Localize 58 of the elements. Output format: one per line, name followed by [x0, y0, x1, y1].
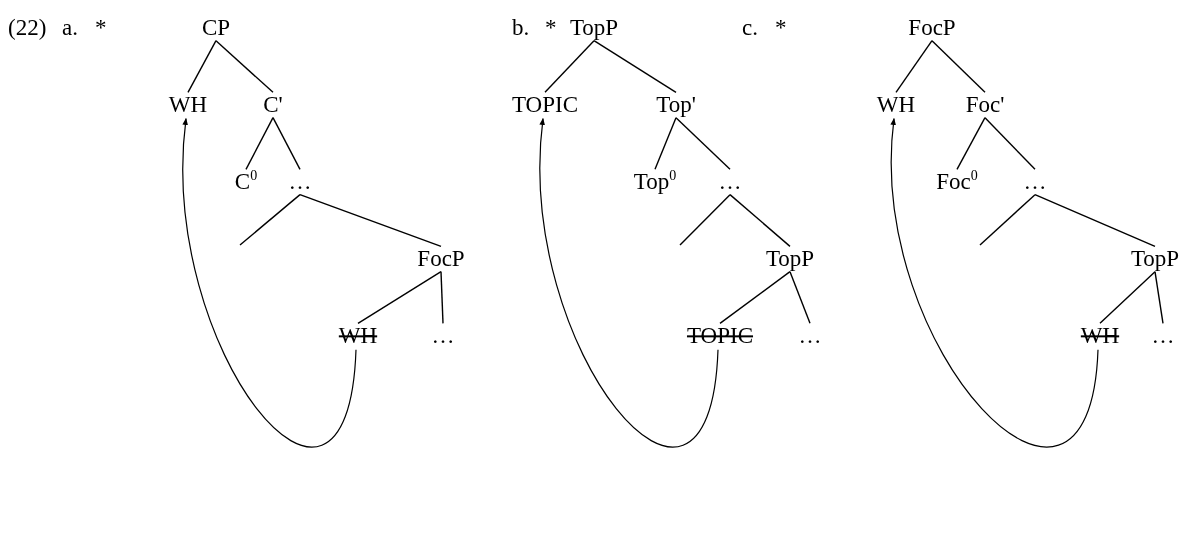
example-marker: * [775, 15, 787, 41]
tree-branch-line [675, 116, 731, 171]
struck-through-trace-label: TOPIC [686, 323, 754, 349]
tree-branch-line [239, 193, 301, 246]
tree-branch-line [1099, 270, 1156, 325]
tree-node-label: TopP [568, 15, 620, 41]
tree-node-label: Top' [655, 92, 697, 118]
tree-branch-line [245, 116, 274, 171]
example-marker: c. [742, 15, 758, 41]
tree-branch-line [593, 39, 677, 94]
example-marker: b. [512, 15, 530, 41]
tree-node-label: Top$^{0}$ [632, 169, 678, 195]
tree-node-label: … [430, 323, 456, 349]
tree-branch-line [357, 270, 442, 325]
struck-through-trace-label: WH [1079, 323, 1121, 349]
tree-node-label: FocP [907, 15, 957, 41]
tree-branch-line [895, 39, 933, 94]
tree-node-label: FocP [416, 246, 466, 272]
tree-node-label: C' [262, 92, 284, 118]
tree-branch-line [679, 193, 731, 246]
tree-node-label: Foc' [964, 92, 1006, 118]
movement-arrow [539, 117, 719, 447]
tree-branch-line [272, 116, 301, 171]
tree-node-label: … [1150, 323, 1176, 349]
tree-branch-line [215, 39, 274, 94]
tree-branch-line [979, 193, 1036, 246]
tree-branch-line [719, 270, 791, 325]
tree-node-label: WH [167, 92, 209, 118]
tree-branch-line [654, 116, 677, 171]
tree-node-label: … [797, 323, 823, 349]
tree-branch-line [1154, 270, 1164, 325]
example-marker: * [95, 15, 107, 41]
tree-branch-line [729, 193, 791, 248]
tree-node-label: C$^{0}$ [233, 169, 259, 195]
tree-branch-line [544, 39, 595, 94]
movement-arrow [182, 117, 357, 447]
tree-branch-line [299, 193, 442, 248]
example-marker: * [545, 15, 557, 41]
tree-node-label: WH [875, 92, 917, 118]
movement-arrow [890, 117, 1099, 447]
tree-branch-line [187, 39, 217, 94]
example-number: (22) [8, 15, 47, 41]
tree-node-label: … [717, 169, 743, 195]
tree-node-label: TopP [1129, 246, 1181, 272]
example-marker: a. [62, 15, 78, 41]
tree-branch-line [440, 270, 444, 325]
tree-branch-line [956, 116, 986, 171]
tree-node-label: TopP [764, 246, 816, 272]
tree-branch-line [984, 116, 1036, 171]
tree-node-label: CP [200, 15, 232, 41]
tree-branch-line [789, 270, 811, 325]
tree-node-label: … [287, 169, 313, 195]
tree-branch-line [931, 39, 986, 94]
tree-node-label: … [1022, 169, 1048, 195]
tree-node-label: TOPIC [511, 92, 579, 118]
tree-node-label: Foc$^{0}$ [935, 169, 979, 195]
struck-through-trace-label: WH [337, 323, 379, 349]
tree-branch-line [1034, 193, 1156, 248]
